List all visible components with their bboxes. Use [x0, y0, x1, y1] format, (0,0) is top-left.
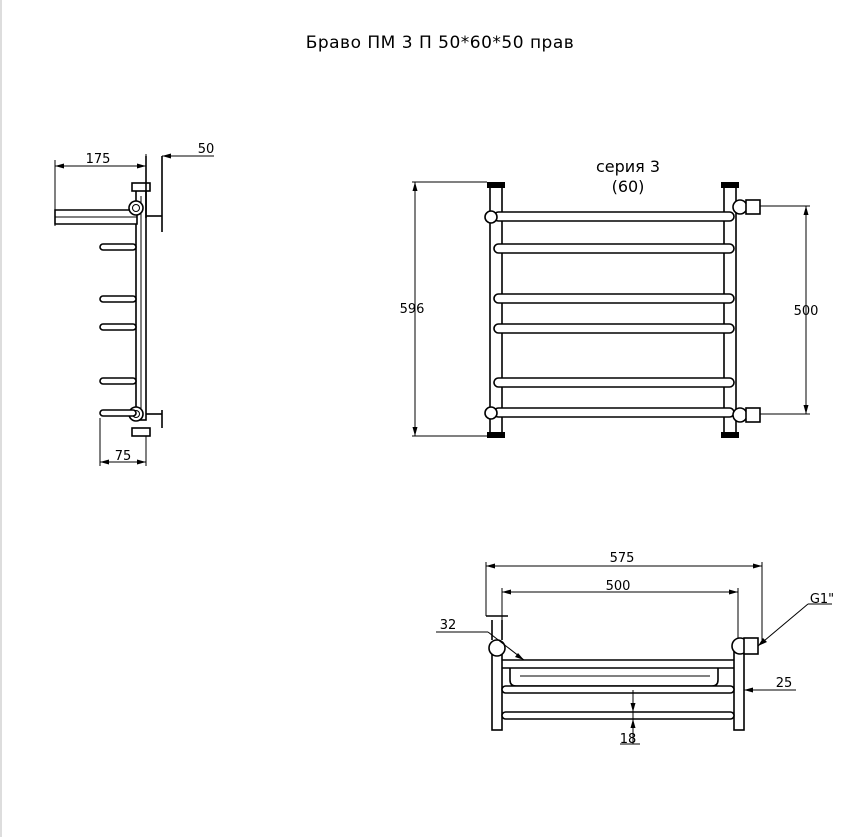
dim-top-rung: 18 — [620, 732, 637, 747]
top-view: 575 500 32 G1" 25 18 — [436, 551, 834, 747]
dim-side-bottom-offset: 75 — [115, 449, 132, 464]
dim-side-depth: 175 — [86, 152, 111, 167]
front-rung — [493, 407, 735, 418]
dim-top-gap: 25 — [776, 676, 793, 691]
dim-top-center-distance: 500 — [606, 579, 631, 594]
dim-front-height: 596 — [400, 302, 425, 317]
front-right-bottom-cap — [721, 432, 739, 438]
front-rung — [493, 293, 735, 304]
side-rung — [99, 323, 137, 331]
top-rung — [501, 685, 735, 694]
front-left-bottom-cap — [487, 432, 505, 438]
side-bottom-cap — [131, 427, 151, 437]
side-view: 175 50 75 — [54, 142, 215, 466]
dim-top-pipe: 32 — [440, 618, 457, 633]
side-rung — [99, 409, 137, 417]
front-connector-top — [732, 199, 748, 215]
side-top-cap — [131, 182, 151, 192]
side-rung — [99, 295, 137, 303]
side-rung — [99, 377, 137, 385]
side-connector-top — [128, 200, 144, 216]
dim-top-thread: G1" — [810, 592, 834, 607]
front-right-top-cap — [721, 182, 739, 188]
front-right-collector — [723, 185, 737, 437]
top-right-collector — [733, 649, 745, 731]
front-left-top-cap — [487, 182, 505, 188]
top-left-collector — [491, 649, 503, 731]
front-view: серия 3 (60) 596 — [400, 157, 819, 438]
side-rung — [99, 243, 137, 251]
dim-top-total-width: 575 — [610, 551, 635, 566]
series-label: серия 3 — [596, 157, 660, 176]
front-rung — [493, 323, 735, 334]
front-rung — [493, 377, 735, 388]
front-connector-bottom — [732, 407, 748, 423]
front-rung — [493, 243, 735, 254]
top-connector-left — [488, 639, 506, 657]
front-rung — [493, 211, 735, 222]
drawing-title: Браво ПМ 3 П 50*60*50 прав — [306, 33, 575, 53]
series-number: (60) — [612, 177, 645, 196]
top-rung — [501, 711, 735, 720]
dim-side-top-offset: 50 — [198, 142, 215, 157]
dim-front-center-distance: 500 — [794, 304, 819, 319]
